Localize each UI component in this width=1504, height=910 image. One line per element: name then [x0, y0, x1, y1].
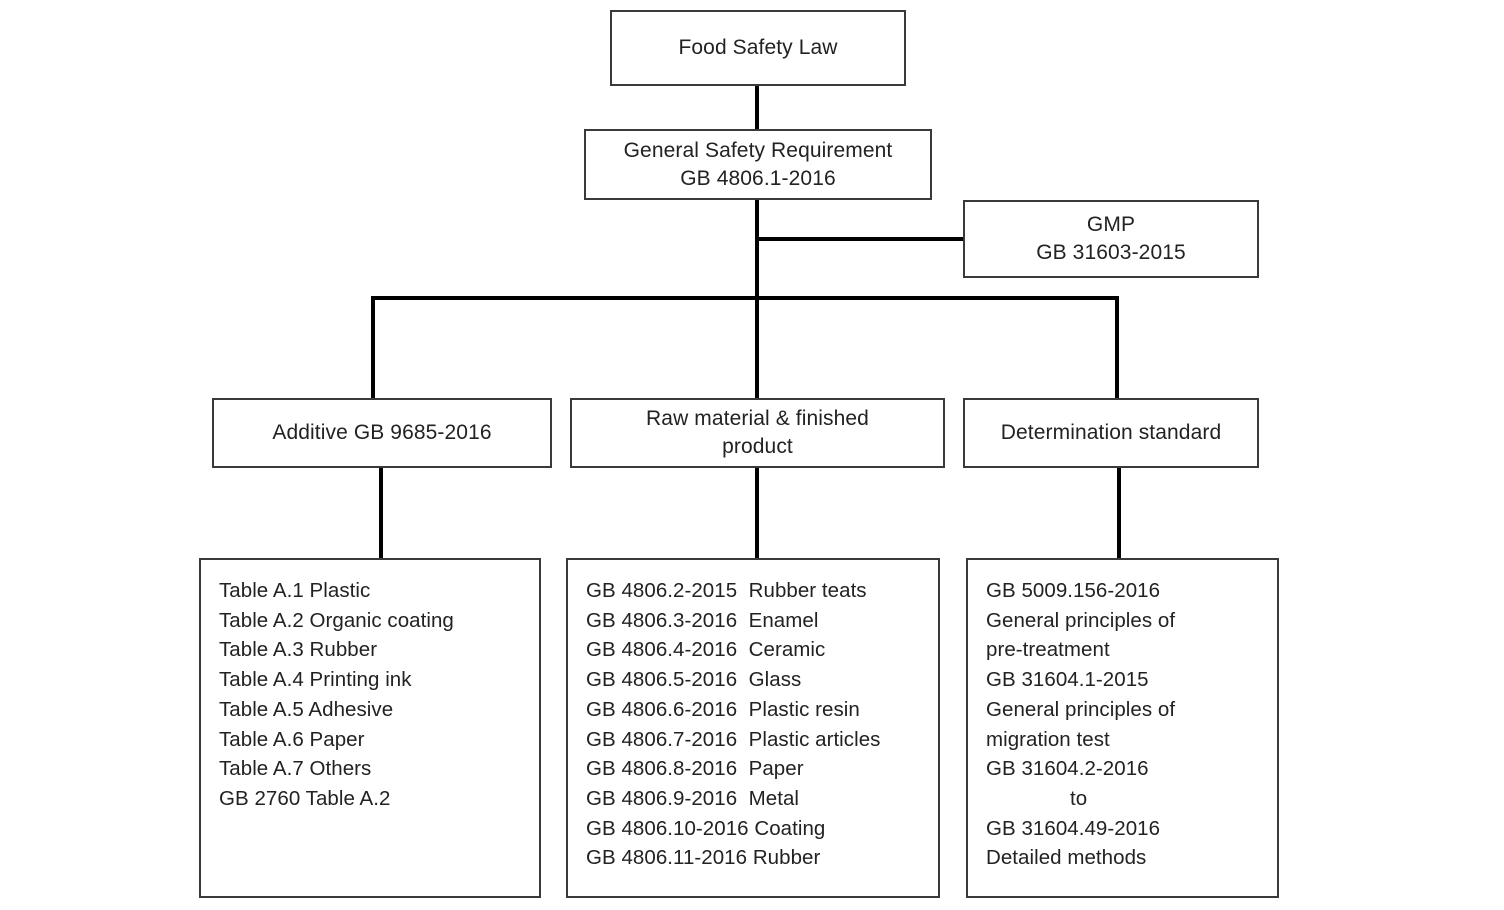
list-item: GB 4806.2-2015 Rubber teats	[586, 579, 867, 602]
connector-additive-to-tables	[379, 466, 383, 560]
list-item: GB 31604.49-2016	[986, 816, 1161, 840]
node-food-safety-law[interactable]: Food Safety Law	[610, 10, 906, 86]
list-item: migration test	[986, 727, 1110, 751]
connector-determination-to-methods	[1117, 466, 1121, 560]
list-item: GB 4806.6-2016 Plastic resin	[586, 697, 860, 721]
list-item: GB 4806.7-2016 Plastic articles	[586, 727, 881, 751]
connector-bus-to-raw-material	[755, 296, 759, 399]
node-gmp-label: GMP GB 31603-2015	[1036, 213, 1186, 264]
connector-bus-to-determination	[1115, 296, 1119, 399]
list-item: GB 4806.10-2016 Coating	[586, 816, 826, 840]
node-food-safety-law-label: Food Safety Law	[678, 36, 838, 60]
list-item: General principles of	[986, 608, 1176, 632]
connector-law-to-general	[755, 85, 759, 130]
list-item: Detailed methods	[986, 846, 1147, 870]
node-raw-material-label: Raw material & finished product	[646, 407, 869, 458]
connector-general-trunk	[755, 198, 759, 300]
node-additive[interactable]: Additive GB 9685-2016	[212, 398, 552, 468]
list-item: Table A.1 Plastic	[219, 579, 371, 602]
list-item: GB 4806.8-2016 Paper	[586, 757, 804, 781]
list-item: General principles of	[986, 697, 1176, 721]
node-gmp[interactable]: GMP GB 31603-2015	[963, 200, 1259, 278]
list-item: pre-treatment	[986, 638, 1110, 662]
node-determination-standard-label: Determination standard	[1000, 421, 1222, 445]
list-item: Table A.6 Paper	[219, 727, 365, 751]
list-item: GB 2760 Table A.2	[219, 787, 391, 811]
raw-material-standards-list: GB 4806.2-2015 Rubber teats GB 4806.3-201…	[586, 576, 938, 873]
list-item: GB 4806.9-2016 Metal	[586, 787, 800, 811]
node-general-safety-requirement[interactable]: General Safety Requirement GB 4806.1-201…	[584, 129, 932, 200]
list-item: Table A.5 Adhesive	[219, 697, 394, 721]
node-general-safety-requirement-label: General Safety Requirement GB 4806.1-201…	[623, 138, 893, 190]
list-item: GB 4806.5-2016 Glass	[586, 668, 802, 692]
list-item: Table A.2 Organic coating	[219, 608, 454, 632]
list-item: GB 31604.1-2015	[986, 668, 1149, 692]
list-item: Table A.3 Rubber	[219, 638, 378, 662]
node-determination-standard[interactable]: Determination standard	[963, 398, 1259, 468]
list-item: GB 31604.2-2016	[986, 757, 1149, 781]
node-raw-material[interactable]: Raw material & finished product	[570, 398, 945, 468]
connector-raw-material-to-standards	[755, 466, 759, 560]
connector-general-to-gmp	[755, 237, 965, 241]
list-item: Table A.4 Printing ink	[219, 668, 412, 692]
list-item: Table A.7 Others	[219, 757, 372, 781]
list-item: GB 4806.3-2016 Enamel	[586, 608, 819, 632]
listbox-raw-material-standards[interactable]: GB 4806.2-2015 Rubber teats GB 4806.3-201…	[566, 558, 940, 898]
connector-bus-to-additive	[371, 296, 375, 399]
list-item: GB 5009.156-2016	[986, 579, 1161, 602]
node-additive-label: Additive GB 9685-2016	[272, 421, 492, 445]
connector-horizontal-bus	[371, 296, 1119, 300]
list-item: GB 4806.11-2016 Rubber	[586, 846, 821, 870]
list-item: GB 4806.4-2016 Ceramic	[586, 638, 826, 662]
list-item: to	[1070, 787, 1088, 811]
